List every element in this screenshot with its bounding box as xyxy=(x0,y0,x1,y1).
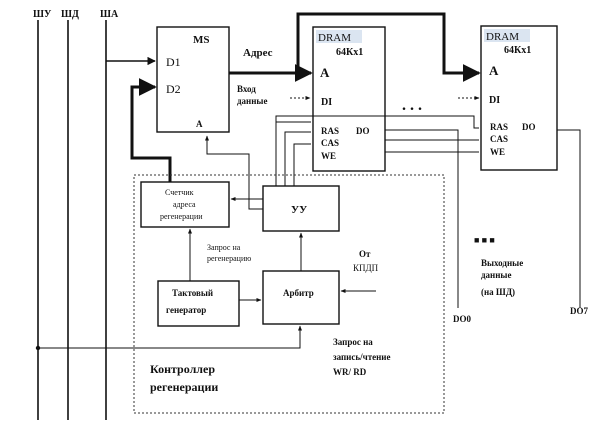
do0-label: DO0 xyxy=(453,314,472,324)
uu-label: УУ xyxy=(291,204,307,216)
dram-continuation-dots: . . . xyxy=(402,97,422,114)
uu-to-ms-select-line xyxy=(205,135,263,210)
arbiter-label: Арбитр xyxy=(283,288,314,298)
from-kpdp-label-line2: КПДП xyxy=(353,263,379,273)
counter-label-line2: адреса xyxy=(173,200,196,209)
dram1-we-pin: WE xyxy=(321,151,336,161)
dram1-size: 64Кх1 xyxy=(336,47,363,58)
arbiter: Арбитр xyxy=(262,270,340,325)
dram1-do-output-line xyxy=(385,129,459,308)
dram1-title: DRAM xyxy=(318,32,351,44)
refresh-request-label-line1: Запрос на xyxy=(207,243,241,252)
output-data-label-line1: Выходные xyxy=(481,258,523,268)
ms-d2-label: D2 xyxy=(166,82,181,96)
control-lines-to-dram2 xyxy=(275,115,479,153)
counter-label-line1: Счетчик xyxy=(165,188,194,197)
bus-sha-label: ША xyxy=(100,9,119,20)
refresh-request-label-line2: регенерацию xyxy=(207,254,251,263)
dram2-header xyxy=(484,29,530,42)
dram-chip-1: DRAM 64Кх1 A DI RAS DO CAS WE xyxy=(312,26,386,172)
dram1-header xyxy=(316,30,362,43)
data-in-label-line1: Вход xyxy=(237,84,256,94)
rw-request-line xyxy=(38,325,302,349)
data-in-label-line2: данные xyxy=(237,96,267,106)
rw-request-label-line1: Запрос на xyxy=(333,337,373,347)
output-data-label-line3: (на ШД) xyxy=(481,287,515,297)
dram2-ras-pin: RAS xyxy=(490,122,508,132)
ms-d1-label: D1 xyxy=(166,55,181,69)
uu-box xyxy=(262,185,340,232)
dram2-title: DRAM xyxy=(486,31,519,43)
dram2-box xyxy=(480,25,558,171)
dram1-box xyxy=(312,26,386,172)
dram2-cas-pin: CAS xyxy=(490,134,508,144)
counter-label-line3: регенерации xyxy=(160,212,203,221)
dram2-a-pin: A xyxy=(489,63,499,78)
dram1-a-pin: A xyxy=(320,65,330,80)
dram1-cas-pin: CAS xyxy=(321,138,339,148)
bus-shd-label: ШД xyxy=(61,9,79,20)
refresh-controller-frame xyxy=(133,174,445,414)
refresh-address-counter: Счетчик адреса регенерации xyxy=(140,181,230,228)
clock-label-line2: генератор xyxy=(166,305,206,315)
controller-label-line2: регенерации xyxy=(150,380,218,394)
dram-chip-2: DRAM 64Кх1 A DI RAS DO CAS WE xyxy=(480,25,558,171)
bus-shu-label: ШУ xyxy=(33,9,52,20)
ms-title: MS xyxy=(193,34,210,46)
dram1-do-pin: DO xyxy=(356,126,370,136)
counter-to-d2-line xyxy=(130,78,172,182)
dram2-we-pin: WE xyxy=(490,147,505,157)
dram1-di-pin: DI xyxy=(321,97,332,108)
control-unit: УУ xyxy=(262,185,340,232)
do7-label: DO7 xyxy=(570,306,589,316)
clock-box xyxy=(157,280,240,327)
dram1-ras-pin: RAS xyxy=(321,126,339,136)
dram2-do-pin: DO xyxy=(522,122,536,132)
arbiter-box xyxy=(262,270,340,325)
output-data-label-line2: данные xyxy=(481,270,511,280)
ms-box xyxy=(156,26,230,133)
multiplexer-ms: MS D1 D2 A xyxy=(156,26,230,133)
ms-a-label: A xyxy=(196,119,203,129)
counter-box xyxy=(140,181,230,228)
system-buses: ШУ ШД ША xyxy=(33,9,119,420)
output-dots: ■ ■ ■ xyxy=(474,235,495,245)
controller-label-line1: Контроллер xyxy=(150,362,215,376)
dram2-di-pin: DI xyxy=(489,95,500,106)
uu-to-dram1-control-lines xyxy=(275,121,311,186)
rw-request-label-line3: WR/ RD xyxy=(333,367,367,377)
dram2-size: 64Кх1 xyxy=(504,45,531,56)
from-kpdp-label-line1: От xyxy=(359,249,371,259)
clock-label-line1: Тактовый xyxy=(172,288,213,298)
dram2-do-output-line xyxy=(557,129,581,308)
shu-junction-dot xyxy=(35,345,41,351)
clock-generator: Тактовый генератор xyxy=(157,280,240,327)
address-bus-to-dram2-line xyxy=(296,12,481,82)
rw-request-label-line2: запись/чтение xyxy=(333,352,390,362)
address-label: Адрес xyxy=(243,47,273,59)
